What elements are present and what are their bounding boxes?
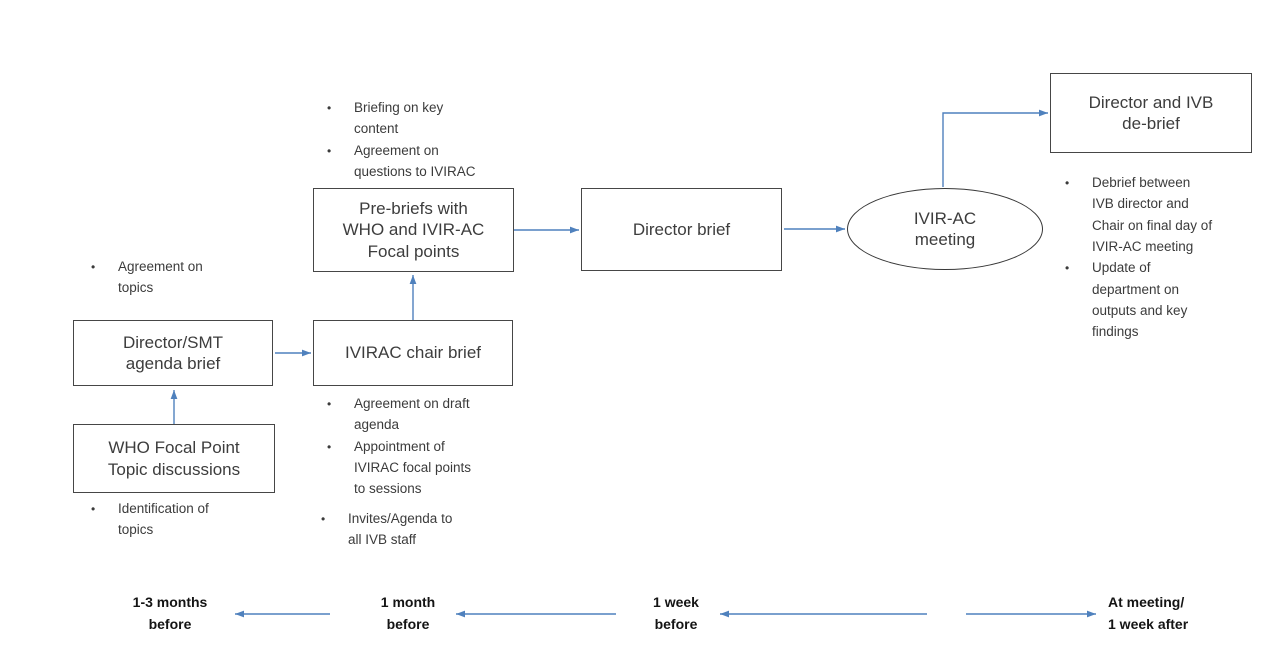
node-ivir-ac-meeting: IVIR-AC meeting — [847, 188, 1043, 270]
list-item-text: Debrief between IVB director and Chair o… — [1092, 175, 1213, 254]
node-who-focal-point-topic-discussions: WHO Focal Point Topic discussions — [73, 424, 275, 493]
bullet-list-debrief-notes: Debrief between IVB director and Chair o… — [1056, 172, 1264, 343]
timeline-label-1-month-before: 1 month before — [380, 594, 436, 632]
list-item: Identification of topics — [82, 498, 262, 541]
node-pre-briefs-focal-points: Pre-briefs with WHO and IVIR-AC Focal po… — [313, 188, 514, 272]
bullet-list-identification-of-topics: Identification of topics — [82, 498, 262, 541]
bullet-icon — [318, 140, 354, 183]
list-item: Agreement on draft agenda — [318, 393, 518, 436]
node-director-brief: Director brief — [581, 188, 782, 271]
list-item: Update of department on outputs and key … — [1056, 257, 1264, 342]
list-item-text: Appointment of IVIRAC focal points to se… — [354, 438, 472, 497]
list-item: Invites/Agenda to all IVB staff — [312, 508, 518, 551]
bullet-list-agreement-on-topics: Agreement on topics — [82, 256, 252, 299]
bullet-icon — [1056, 257, 1092, 342]
list-item-text: Agreement on questions to IVIRAC — [354, 142, 476, 179]
list-item-text: Identification of topics — [118, 501, 209, 538]
list-item: Appointment of IVIRAC focal points to se… — [318, 436, 518, 500]
bullet-icon — [82, 256, 118, 299]
bullet-icon — [312, 508, 348, 551]
list-item: Agreement on topics — [82, 256, 252, 299]
node-director-and-ivb-debrief: Director and IVB de-brief — [1050, 73, 1252, 153]
bullet-icon — [318, 436, 354, 500]
timeline-label-at-meeting-1-week-after: At meeting/ 1 week after — [1108, 594, 1189, 632]
list-item-text: Invites/Agenda to all IVB staff — [348, 510, 453, 547]
list-item-text: Agreement on draft agenda — [354, 396, 470, 433]
list-item-text: Update of department on outputs and key … — [1092, 260, 1188, 340]
bullet-list-chair-brief-notes: Agreement on draft agenda Appointment of… — [318, 393, 518, 550]
list-item: Agreement on questions to IVIRAC — [318, 140, 508, 183]
bullet-icon — [1056, 172, 1092, 257]
list-item-text: Agreement on topics — [118, 259, 203, 296]
arrow-meeting-to-debrief — [942, 109, 1048, 187]
node-ivirac-chair-brief: IVIRAC chair brief — [313, 320, 513, 386]
timeline-label-1-week-before: 1 week before — [653, 594, 699, 632]
list-item-text: Briefing on key content — [354, 100, 444, 137]
node-director-smt-agenda-brief: Director/SMT agenda brief — [73, 320, 273, 386]
bullet-icon — [318, 393, 354, 436]
bullet-list-pre-brief-notes: Briefing on key content Agreement on que… — [318, 97, 508, 182]
bullet-icon — [318, 97, 354, 140]
list-item: Debrief between IVB director and Chair o… — [1056, 172, 1264, 257]
list-item: Briefing on key content — [318, 97, 508, 140]
bullet-icon — [82, 498, 118, 541]
timeline-label-1-3-months-before: 1-3 months before — [132, 594, 208, 632]
